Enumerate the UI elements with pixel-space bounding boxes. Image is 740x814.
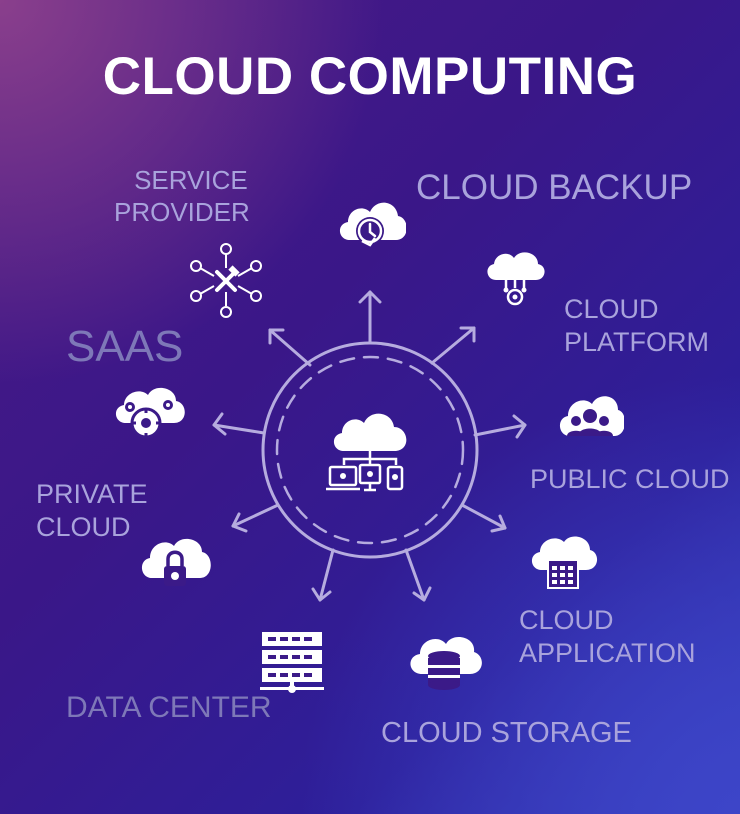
label-cloud-platform: CLOUD PLATFORM bbox=[564, 293, 709, 359]
private-cloud-lock-icon bbox=[138, 536, 212, 592]
label-private-cloud-line2: CLOUD bbox=[36, 511, 131, 542]
cloud-backup-icon bbox=[334, 198, 406, 258]
cloud-platform-icon bbox=[482, 250, 548, 310]
data-center-server-icon bbox=[258, 628, 326, 694]
label-saas: SAAS bbox=[66, 322, 184, 371]
label-service-provider: SERVICE PROVIDER bbox=[114, 165, 250, 228]
label-private-cloud: PRIVATE CLOUD bbox=[36, 478, 148, 544]
arrow-down-right bbox=[404, 548, 432, 602]
label-cloud-application-line2: APPLICATION bbox=[519, 637, 696, 668]
cloud-storage-database-icon bbox=[406, 634, 482, 694]
label-cloud-storage: CLOUD STORAGE bbox=[381, 717, 632, 749]
label-cloud-platform-line1: CLOUD bbox=[564, 294, 659, 324]
arrow-left bbox=[212, 412, 266, 436]
label-private-cloud-line1: PRIVATE bbox=[36, 479, 148, 509]
label-cloud-platform-line2: PLATFORM bbox=[564, 326, 710, 357]
arrow-up bbox=[358, 290, 382, 345]
cloud-network-devices-icon bbox=[322, 405, 418, 497]
page-title: CLOUD COMPUTING bbox=[102, 47, 638, 106]
public-cloud-users-icon bbox=[556, 390, 624, 440]
label-service-provider-line2: PROVIDER bbox=[114, 196, 250, 227]
arrow-up-left bbox=[268, 328, 312, 367]
service-provider-network-icon bbox=[190, 242, 262, 320]
inner-dashed-ring bbox=[275, 355, 465, 545]
arrow-lower-left bbox=[231, 503, 280, 533]
saas-cloud-gears-icon bbox=[110, 385, 188, 441]
label-cloud-application: CLOUD APPLICATION bbox=[519, 604, 696, 670]
cloud-application-icon bbox=[528, 536, 598, 592]
label-cloud-application-line1: CLOUD bbox=[519, 605, 614, 635]
arrow-lower-right bbox=[460, 503, 507, 533]
arrow-down-left bbox=[311, 548, 335, 602]
arrow-right bbox=[473, 414, 527, 439]
label-data-center: DATA CENTER bbox=[66, 691, 272, 724]
arrow-up-right bbox=[430, 326, 476, 365]
label-cloud-backup: CLOUD BACKUP bbox=[416, 168, 693, 207]
label-service-provider-line1: SERVICE bbox=[134, 165, 248, 195]
label-public-cloud: PUBLIC CLOUD bbox=[530, 464, 730, 494]
